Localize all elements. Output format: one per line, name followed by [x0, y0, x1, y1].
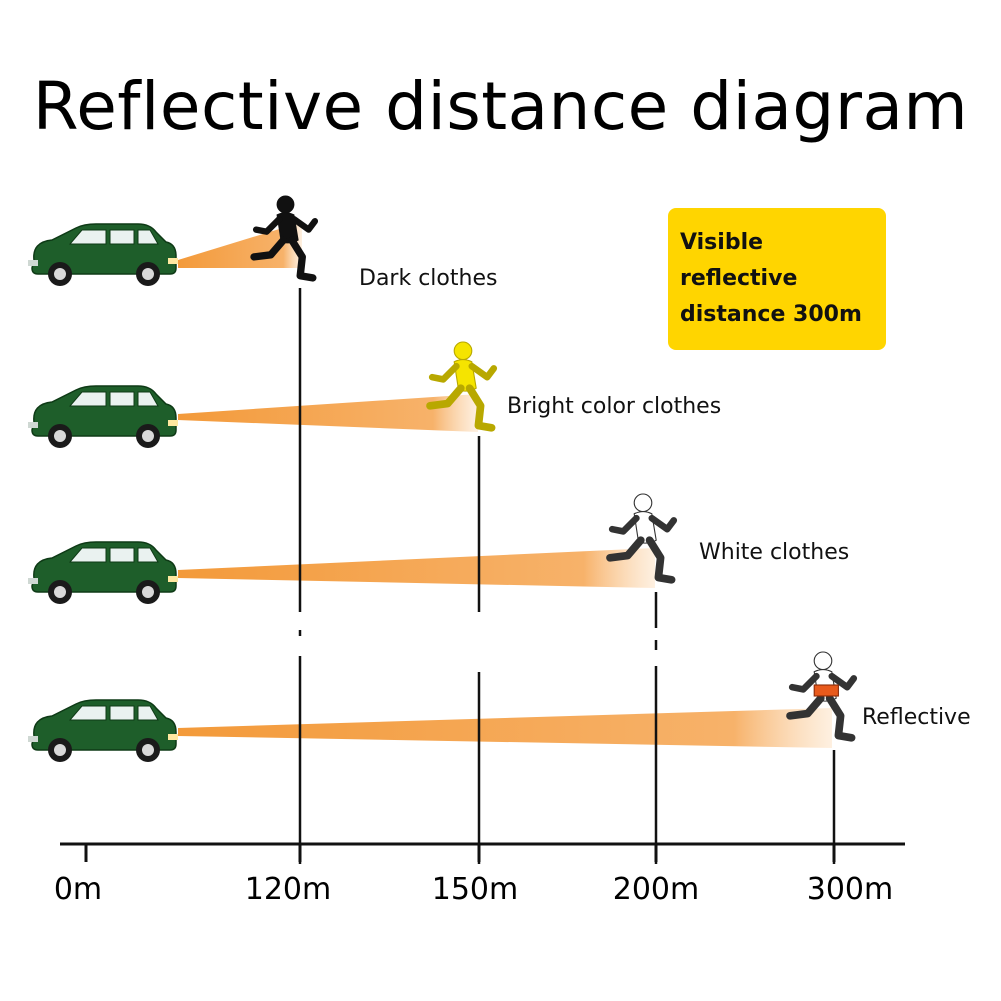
headlight-beam-2	[178, 394, 478, 432]
car-icon-4	[27, 699, 179, 763]
headlight-beam-4	[178, 708, 832, 748]
axis-label-200m: 200m	[612, 872, 700, 907]
headlight-beam-3	[178, 548, 655, 588]
diagram-title: Reflective distance diagram	[32, 68, 969, 145]
label-dark-clothes: Dark clothes	[359, 266, 498, 291]
axis-label-0m: 0m	[53, 872, 103, 907]
label-reflective: Reflective	[862, 705, 971, 730]
visible-distance-callout: Visible reflective distance 300m	[668, 208, 886, 350]
runner-reflective-icon	[790, 652, 854, 738]
car-icon-1	[27, 223, 179, 287]
axis-label-150m: 150m	[431, 872, 519, 907]
car-icon-3	[27, 541, 179, 605]
label-white-clothes: White clothes	[699, 540, 850, 565]
axis-label-300m: 300m	[806, 872, 894, 907]
label-bright-color-clothes: Bright color clothes	[507, 394, 722, 419]
car-icon-2	[27, 385, 179, 449]
callout-line-2: distance 300m	[680, 302, 862, 327]
callout-line-1: Visible reflective	[680, 230, 798, 291]
axis-label-120m: 120m	[244, 872, 332, 907]
